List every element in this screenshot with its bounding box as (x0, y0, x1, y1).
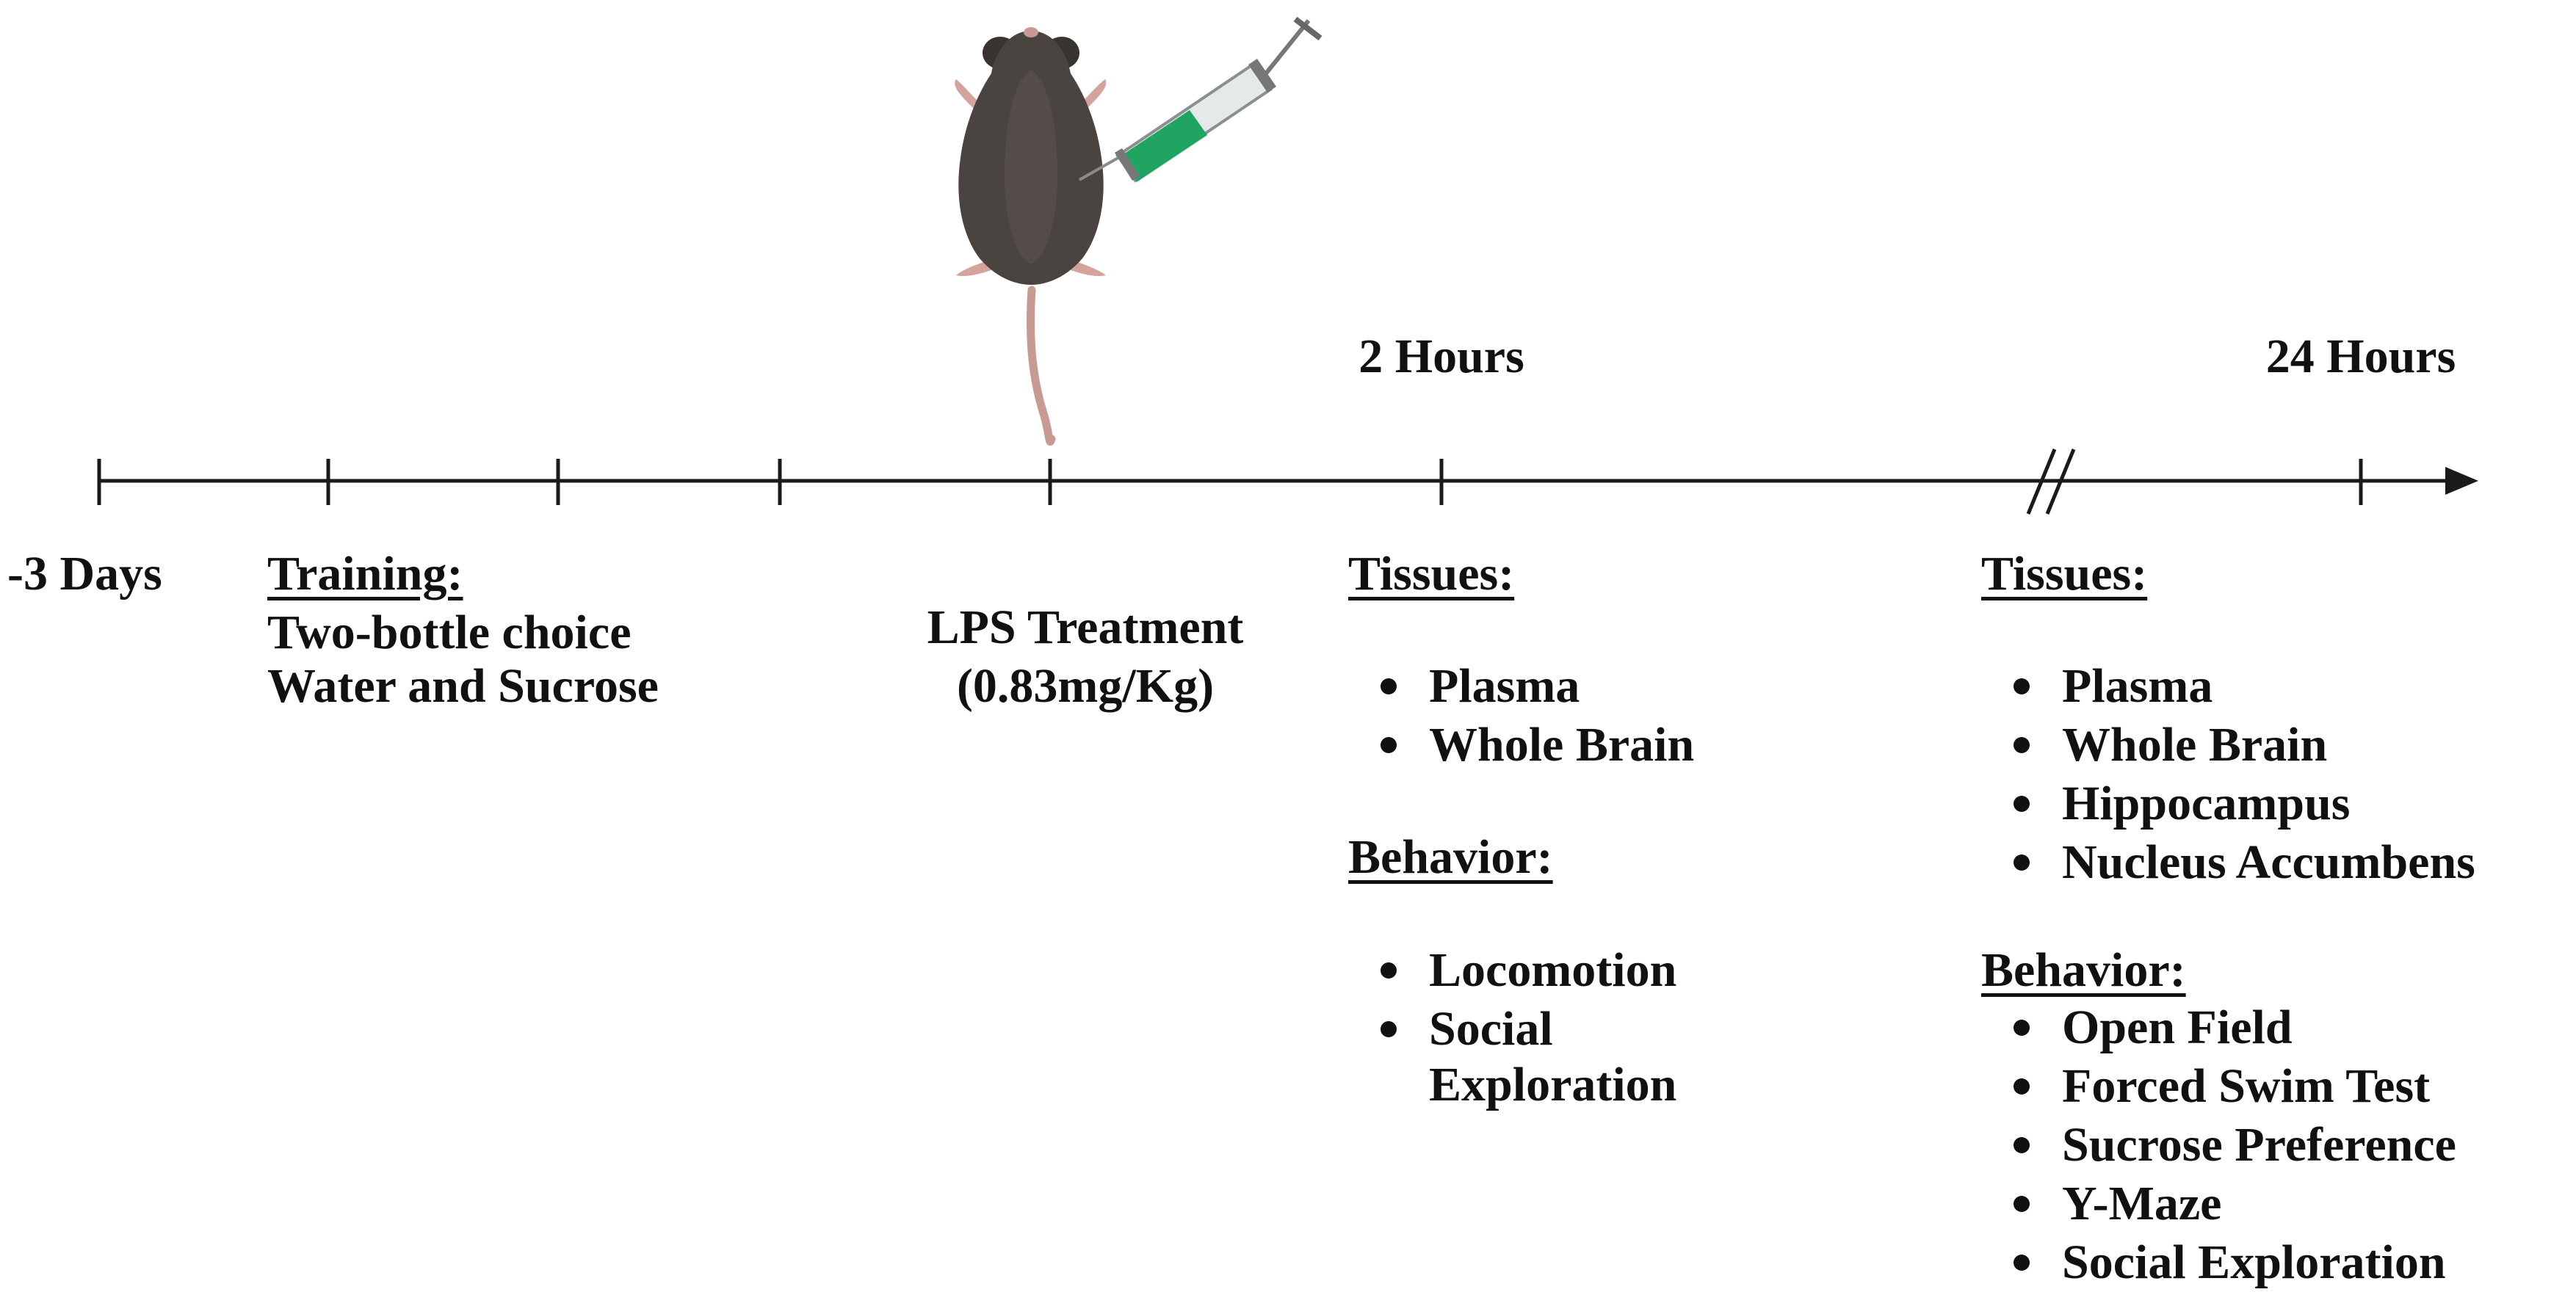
treatment-line-2: (0.83mg/Kg) (956, 659, 1215, 713)
two-hour-behavior-list: Locomotion Social (1348, 941, 1676, 1059)
arrowhead-icon (2445, 467, 2478, 495)
list-item: Plasma (1348, 657, 1694, 716)
list-item: Plasma (1981, 657, 2475, 716)
list-item: Forced Swim Test (1981, 1057, 2456, 1116)
list-item: Sucrose Preference (1981, 1116, 2456, 1175)
two-hour-tissues-heading: Tissues: (1348, 547, 1515, 600)
twenty-four-hour-tissues-heading: Tissues: (1981, 547, 2148, 600)
list-item: Nucleus Accumbens (1981, 833, 2475, 892)
list-item: Social (1348, 1000, 1676, 1059)
list-item: Locomotion (1348, 941, 1676, 1000)
twenty-four-hour-behavior-heading: Behavior: (1981, 943, 2186, 997)
list-item: Hippocampus (1981, 774, 2475, 833)
label-2-hours: 2 Hours (1358, 330, 1524, 383)
training-heading: Training: (267, 547, 463, 600)
syringe-icon (1079, 16, 1323, 183)
mouse-hind-feet (956, 261, 1106, 277)
mouse-tail (1027, 286, 1056, 446)
treatment-line-1: LPS Treatment (927, 600, 1244, 654)
list-item: Social Exploration (1981, 1233, 2456, 1292)
two-hour-behavior-heading: Behavior: (1348, 830, 1553, 884)
mouse-back-shading (1005, 70, 1057, 264)
label-24-hours: 24 Hours (2265, 330, 2456, 383)
two-hour-behavior-continuation: Exploration (1429, 1058, 1677, 1111)
list-item: Open Field (1981, 998, 2456, 1057)
twenty-four-hour-tissues-list: Plasma Whole Brain Hippocampus Nucleus A… (1981, 657, 2475, 892)
twenty-four-hour-behavior-list: Open Field Forced Swim Test Sucrose Pref… (1981, 998, 2456, 1292)
training-line-1: Two-bottle choice (267, 606, 632, 659)
training-line-2: Water and Sucrose (267, 659, 659, 713)
axis-break-icon (2026, 449, 2076, 515)
label-minus-3-days: -3 Days (7, 547, 162, 600)
list-item: Whole Brain (1981, 716, 2475, 774)
two-hour-tissues-list: Plasma Whole Brain (1348, 657, 1694, 774)
list-item: Y-Maze (1981, 1175, 2456, 1233)
mouse-nose (1024, 27, 1038, 37)
list-item: Whole Brain (1348, 716, 1694, 774)
